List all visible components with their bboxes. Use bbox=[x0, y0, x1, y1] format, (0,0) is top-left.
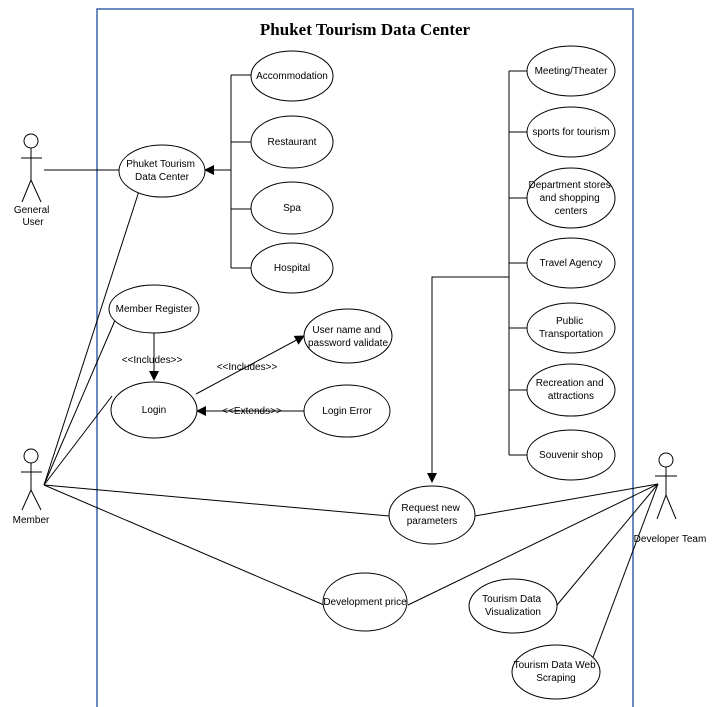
svg-text:Spa: Spa bbox=[283, 203, 301, 214]
member-request-line bbox=[43, 484, 390, 517]
svg-text:Recreation and attractio: Recreation and attractions bbox=[536, 378, 607, 402]
uc-login-error[interactable]: Login Error bbox=[303, 384, 391, 438]
svg-text:Tourism Data Web Scrapin: Tourism Data Web Scraping bbox=[514, 660, 599, 684]
diagram-title: Phuket Tourism Data Center bbox=[260, 20, 471, 39]
svg-text:Request new parameters: Request new parameters bbox=[401, 503, 462, 527]
extends-label: <<Extends>> bbox=[222, 406, 282, 417]
uc-web-scraping[interactable]: Tourism Data Web Scraping bbox=[511, 644, 601, 700]
svg-text:Public Transportation: Public Transportation bbox=[539, 316, 603, 340]
uc-accommodation[interactable]: Accommodation bbox=[250, 50, 334, 102]
member-price-line bbox=[43, 484, 325, 606]
uc-hospital[interactable]: Hospital bbox=[250, 242, 334, 294]
connector-lines bbox=[43, 70, 659, 661]
actor-developer-team-label: Developer Team bbox=[634, 534, 707, 545]
member-register-line bbox=[43, 317, 117, 486]
actor-general-user[interactable]: General User bbox=[14, 133, 52, 228]
svg-text:Meeting/Theater: Meeting/Theater bbox=[535, 66, 608, 77]
includes-label-2: <<Includes>> bbox=[217, 362, 278, 373]
dev-price-line bbox=[407, 483, 659, 606]
svg-text:sports for tourism: sports for tourism bbox=[532, 127, 609, 138]
dev-visualization-line bbox=[556, 483, 659, 606]
svg-text:User name and password v: User name and password validate bbox=[308, 325, 388, 349]
arrow-to-request bbox=[427, 276, 509, 483]
uc-member-register[interactable]: Member Register bbox=[108, 284, 200, 334]
dev-scraping-line bbox=[591, 483, 659, 661]
svg-text:Member Register: Member Register bbox=[116, 304, 193, 315]
uc-department-stores[interactable]: Department stores and shopping centers bbox=[526, 167, 616, 229]
login-validate-arrow bbox=[195, 335, 305, 395]
uc-login[interactable]: Login bbox=[110, 381, 198, 439]
uc-username-validate[interactable]: User name and password validate bbox=[303, 308, 393, 364]
svg-text:Restaurant: Restaurant bbox=[268, 137, 317, 148]
svg-text:Phuket Tourism Data Cent: Phuket Tourism Data Center bbox=[126, 159, 198, 183]
svg-text:Travel Agency: Travel Agency bbox=[540, 258, 603, 269]
uc-public-transport[interactable]: Public Transportation bbox=[526, 302, 616, 354]
svg-text:Login: Login bbox=[142, 405, 166, 416]
member-login-line bbox=[43, 395, 113, 486]
svg-text:Login Error: Login Error bbox=[322, 406, 372, 417]
includes-label-1: <<Includes>> bbox=[122, 355, 183, 366]
svg-text:Tourism Data Visualizati: Tourism Data Visualization bbox=[482, 594, 544, 618]
uc-data-visualization[interactable]: Tourism Data Visualization bbox=[468, 578, 558, 634]
uc-restaurant[interactable]: Restaurant bbox=[250, 115, 334, 169]
actor-member-label: Member bbox=[13, 515, 50, 526]
actor-developer-team[interactable]: Developer Team bbox=[634, 452, 707, 545]
uc-spa[interactable]: Spa bbox=[250, 181, 334, 235]
actor-member[interactable]: Member bbox=[13, 448, 50, 526]
uc-sports[interactable]: sports for tourism bbox=[526, 106, 616, 158]
svg-text:Development price: Development price bbox=[323, 597, 407, 608]
uc-meeting-theater[interactable]: Meeting/Theater bbox=[526, 45, 616, 97]
uc-request-parameters[interactable]: Request new parameters bbox=[388, 485, 476, 545]
uc-recreation[interactable]: Recreation and attractions bbox=[526, 363, 616, 417]
svg-text:Department stores and sh: Department stores and shopping centers bbox=[528, 180, 613, 217]
uc-travel-agency[interactable]: Travel Agency bbox=[526, 237, 616, 289]
member-center-line bbox=[43, 187, 141, 486]
dev-request-line bbox=[474, 483, 659, 517]
uc-phuket-center[interactable]: Phuket Tourism Data Center bbox=[118, 144, 206, 198]
uc-development-price[interactable]: Development price bbox=[322, 572, 408, 632]
svg-text:Hospital: Hospital bbox=[274, 263, 310, 274]
uc-souvenir-shop[interactable]: Souvenir shop bbox=[526, 429, 616, 481]
actor-general-user-label: General User bbox=[14, 205, 52, 228]
svg-text:Accommodation: Accommodation bbox=[256, 71, 328, 82]
svg-text:Souvenir shop: Souvenir shop bbox=[539, 450, 603, 461]
